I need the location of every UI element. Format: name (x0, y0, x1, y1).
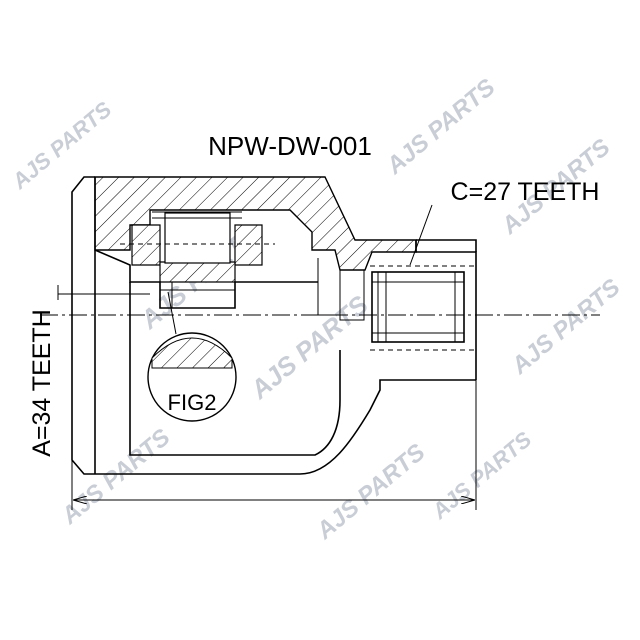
detail-hatch (151, 337, 233, 369)
watermark-text: AJS PARTS (244, 289, 374, 405)
watermark-text: AJS PARTS (56, 424, 176, 530)
bore-ring (160, 282, 235, 308)
spline-teeth (372, 272, 464, 342)
watermark-logo: AJS PARTS (381, 74, 501, 180)
snap-ring (152, 211, 242, 219)
housing-section-hatch (94, 176, 417, 271)
ball-cage-section (131, 224, 161, 266)
inner-race-section (159, 261, 236, 283)
detail-leader (167, 291, 177, 335)
length-extension-line (71, 380, 477, 510)
watermark-text: AJS PARTS (506, 274, 626, 380)
ball-window (164, 212, 231, 264)
watermark-text: AJS PARTS (426, 426, 536, 524)
spline-a-label: A=34 TEETH (28, 309, 56, 457)
spline-a-leader (57, 285, 150, 300)
spline-section (371, 271, 465, 343)
bore-outline (94, 249, 318, 309)
spline-c-leader (409, 204, 433, 266)
spline-c-label: C=27 TEETH (451, 178, 600, 206)
watermark-logo: AJS PARTS (244, 289, 374, 405)
watermark-text: AJS PARTS (311, 439, 431, 545)
part-number-title: NPW-DW-001 (208, 131, 372, 161)
watermark-logo: AJS PARTS (311, 439, 431, 545)
stem-outline (415, 240, 477, 380)
housing-lower-outline (95, 379, 476, 475)
housing-outline (71, 176, 95, 475)
watermark-text: AJS PARTS (381, 74, 501, 180)
ball-cage-section (234, 224, 263, 266)
figure-label: FIG2 (168, 390, 217, 415)
watermark-logo: AJS PARTS (426, 426, 536, 524)
housing-inner-wall (129, 282, 341, 456)
watermark-logo: AJS PARTS (56, 424, 176, 530)
watermark-logo: AJS PARTS (506, 274, 626, 380)
stem-outline (416, 239, 477, 252)
